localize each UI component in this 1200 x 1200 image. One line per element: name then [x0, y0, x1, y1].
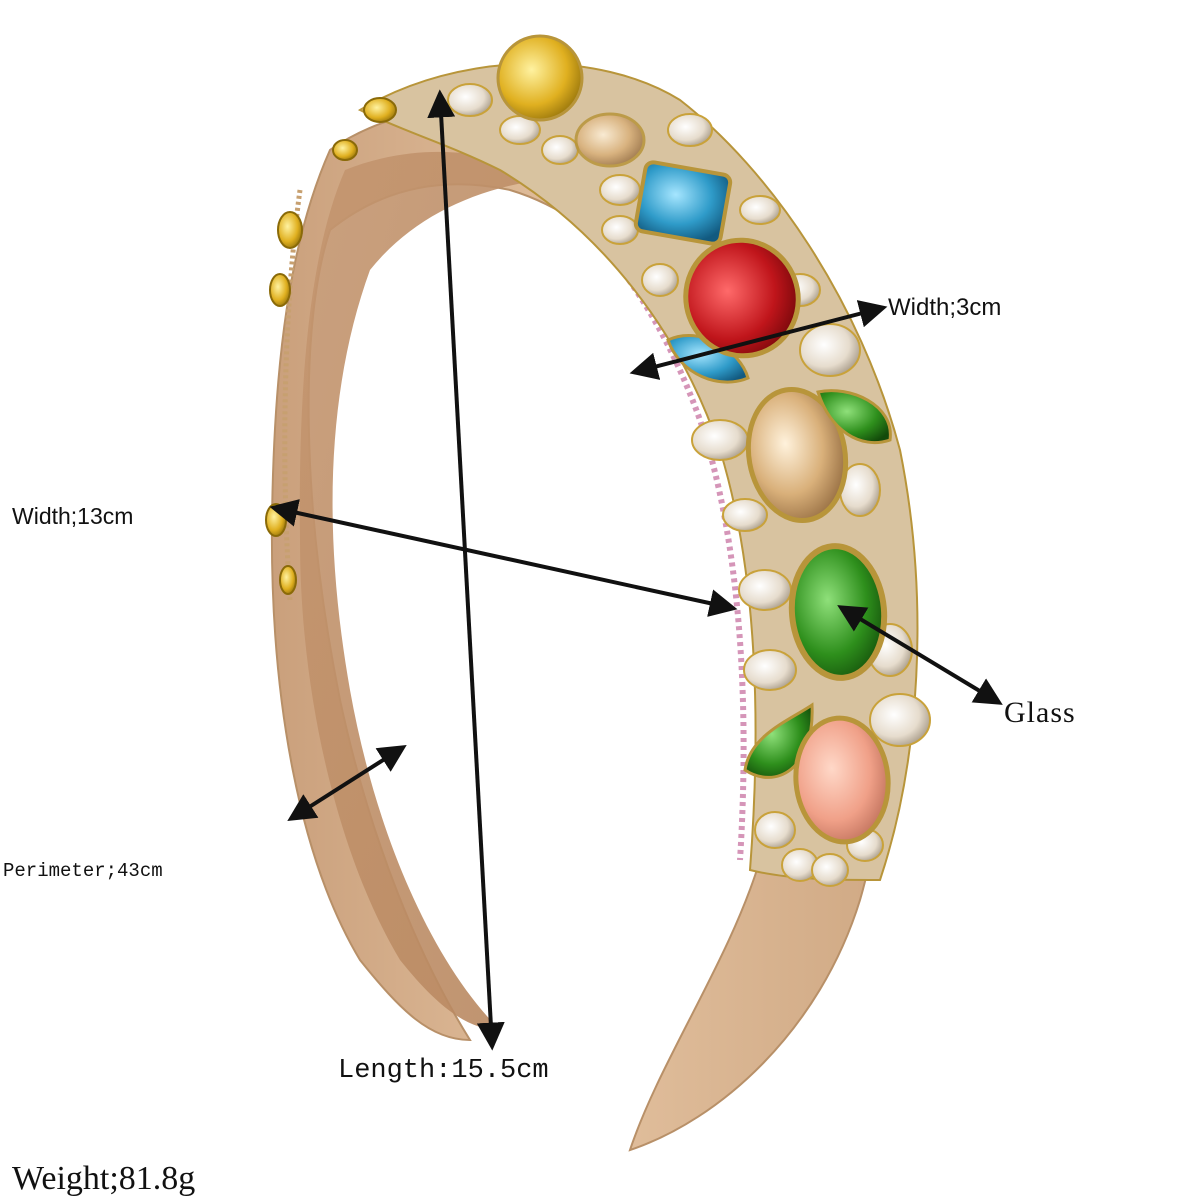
- yellow-gem: [496, 34, 584, 122]
- champagne-oval-gem: [745, 386, 849, 524]
- champagne-small-gem: [574, 112, 646, 168]
- length-label: Length:15.5cm: [338, 1056, 549, 1086]
- peach-oval-gem: [793, 715, 891, 845]
- width-13cm-label: Width;13cm: [12, 503, 134, 529]
- weight-label: Weight;81.8g: [12, 1160, 196, 1197]
- perimeter-arrow: [287, 744, 407, 822]
- green-teardrop-gem-top: [816, 389, 892, 445]
- width-large-arrow: [269, 499, 738, 617]
- blue-square-gem: [633, 160, 733, 246]
- glass-label: Glass: [1004, 696, 1076, 729]
- glass-arrow: [837, 605, 1003, 705]
- length-arrow: [427, 89, 505, 1051]
- width-3cm-label: Width;3cm: [888, 294, 1002, 321]
- perimeter-label: Perimeter;43cm: [3, 860, 163, 882]
- measurement-arrows: [269, 89, 1003, 1051]
- width-small-arrow: [629, 300, 888, 380]
